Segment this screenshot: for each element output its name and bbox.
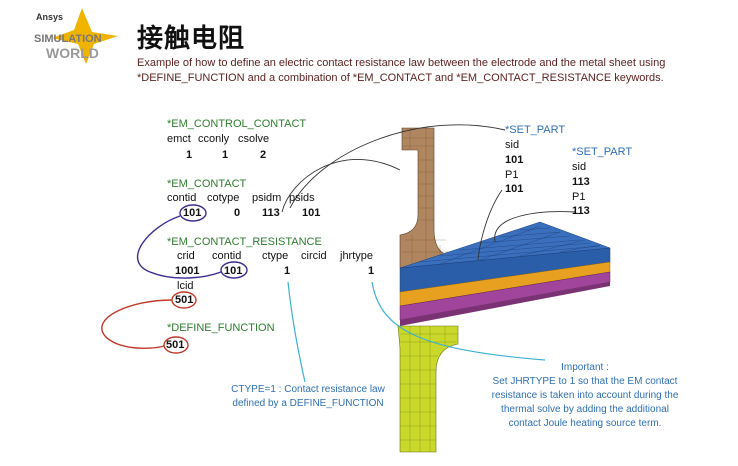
- description-line-2: *DEFINE_FUNCTION and a combination of *E…: [137, 72, 664, 84]
- set-part-a-sid-label: sid: [505, 139, 520, 151]
- ansys-simulation-world-logo: Ansys SIMULATION WORLD: [34, 8, 130, 64]
- em-control-contact-field-emct: emct: [167, 133, 191, 145]
- page-title: 接触电阻: [137, 23, 246, 53]
- em-contact-value-contid: 101: [183, 207, 202, 219]
- define-function-value: 501: [166, 339, 185, 351]
- em-contact-value-cotype: 0: [234, 207, 241, 219]
- connector-jhrtype-note: [371, 281, 546, 361]
- set-part-b-part-label: P1: [572, 191, 586, 203]
- set-part-b-part-value: 113: [572, 205, 590, 217]
- connector-contid-loop: [136, 215, 222, 279]
- em-control-contact-value-cconly: 1: [222, 149, 229, 161]
- set-part-b-keyword: *SET_PART: [572, 146, 633, 158]
- em-contact-field-psids: psids: [289, 192, 315, 204]
- logo-star-icon: [52, 8, 118, 64]
- em-contact-keyword: *EM_CONTACT: [167, 178, 247, 190]
- circle-define-function-id: [163, 336, 189, 354]
- important-note-line-1: Set JHRTYPE to 1 so that the EM contact: [492, 376, 678, 387]
- description-line-1: Example of how to define an electric con…: [137, 57, 666, 69]
- set-part-a-sid-value: 101: [505, 154, 524, 166]
- em-contact-resistance-field-circid: circid: [301, 250, 327, 262]
- em-contact-field-contid: contid: [167, 192, 197, 204]
- em-contact-resistance-value-jhrtype: 1: [368, 265, 375, 277]
- em-contact-resistance-field-contid: contid: [212, 250, 242, 262]
- em-contact-value-psidm: 113: [262, 207, 280, 219]
- em-contact-resistance-field-ctype: ctype: [262, 250, 289, 262]
- set-part-b-sid-value: 113: [572, 176, 590, 188]
- important-note-line-3: thermal solve by adding the additional: [501, 404, 669, 415]
- connector-setpart-b-sheet: [494, 211, 576, 243]
- circle-contid-resistance: [220, 261, 248, 279]
- set-part-a-part-value: 101: [505, 183, 524, 195]
- logo-line2-text: WORLD: [46, 45, 99, 61]
- em-contact-resistance-value-contid: 101: [224, 265, 243, 277]
- lower-electrode: [397, 325, 459, 453]
- em-contact-resistance-field-lcid: lcid: [177, 280, 194, 292]
- em-contact-field-cotype: cotype: [207, 192, 240, 204]
- connector-psidm-setpart: [289, 124, 506, 209]
- em-contact-resistance-value-crid: 1001: [175, 265, 200, 277]
- metal-sheet: [399, 221, 611, 326]
- em-contact-resistance-field-crid: crid: [177, 250, 195, 262]
- ctype-note-line-2: defined by a DEFINE_FUNCTION: [232, 398, 384, 409]
- connector-psids-electrode: [281, 159, 401, 213]
- connector-setpart-a-sheet: [477, 189, 503, 261]
- important-note-title: Important :: [561, 362, 609, 373]
- circle-contid-em-contact: [179, 204, 207, 222]
- em-contact-resistance-value-ctype: 1: [284, 265, 291, 277]
- logo-line1-text: SIMULATION: [34, 33, 102, 45]
- logo-ansys-text: Ansys: [36, 12, 63, 22]
- ctype-note-line-1: CTYPE=1 : Contact resistance law: [231, 384, 385, 395]
- set-part-a-keyword: *SET_PART: [505, 124, 566, 136]
- em-control-contact-value-csolve: 2: [260, 149, 267, 161]
- em-contact-resistance-field-jhrtype: jhrtype: [340, 250, 374, 262]
- em-contact-resistance-value-lcid: 501: [175, 294, 194, 306]
- important-note-line-4: contact Joule heating source term.: [508, 418, 662, 429]
- em-contact-value-psids: 101: [302, 207, 321, 219]
- set-part-b-sid-label: sid: [572, 161, 587, 173]
- connector-lcid-loop: [101, 299, 173, 349]
- connector-ctype-note: [287, 281, 306, 383]
- em-contact-resistance-keyword: *EM_CONTACT_RESISTANCE: [167, 236, 322, 248]
- upper-electrode: [399, 127, 461, 269]
- em-control-contact-field-cconly: cconly: [198, 133, 230, 145]
- em-contact-field-psidm: psidm: [252, 192, 282, 204]
- set-part-a-part-label: P1: [505, 169, 519, 181]
- em-control-contact-keyword: *EM_CONTROL_CONTACT: [167, 118, 307, 130]
- important-note-line-2: resistance is taken into account during …: [491, 390, 679, 401]
- define-function-keyword: *DEFINE_FUNCTION: [167, 322, 275, 334]
- em-control-contact-field-csolve: csolve: [238, 133, 270, 145]
- em-control-contact-value-emct: 1: [186, 149, 193, 161]
